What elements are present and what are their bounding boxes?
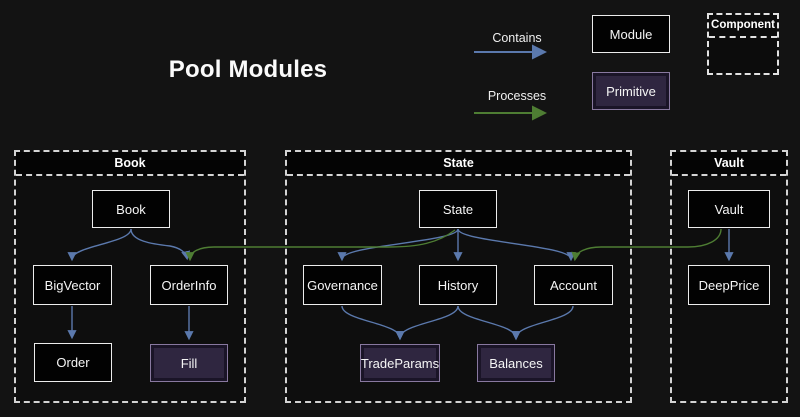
edge-book-bigvector	[67, 228, 132, 262]
legend-component-box: Component	[707, 13, 779, 75]
edge-book-orderinfo	[130, 228, 191, 261]
edge-governance-tradeparams	[341, 305, 405, 341]
node-vault: Vault	[688, 190, 770, 228]
page-title: Pool Modules	[168, 56, 328, 83]
edge-state-account	[457, 228, 576, 262]
edge-account-balances	[511, 305, 574, 341]
legend-component-label: Component	[709, 15, 777, 38]
edge-vault-account	[571, 228, 722, 262]
node-order: Order	[34, 343, 112, 382]
legend-contains-label: Contains	[492, 31, 542, 45]
node-state: State	[419, 190, 497, 228]
node-governance: Governance	[303, 265, 382, 305]
node-bigvector: BigVector	[33, 265, 112, 305]
node-tradeparams: TradeParams	[360, 344, 440, 382]
legend-module-box: Module	[592, 15, 670, 53]
node-balances: Balances	[477, 344, 555, 382]
edge-state-orderinfo	[185, 229, 456, 262]
node-orderinfo: OrderInfo	[150, 265, 228, 305]
node-fill: Fill	[150, 344, 228, 382]
edge-history-balances	[457, 305, 521, 341]
section-state-header: State	[287, 152, 630, 176]
node-account: Account	[534, 265, 613, 305]
legend-primitive-box: Primitive	[592, 72, 670, 110]
section-book-header: Book	[16, 152, 244, 176]
edge-state-governance	[337, 228, 459, 262]
node-deepprice: DeepPrice	[688, 265, 770, 305]
node-book: Book	[92, 190, 170, 228]
section-vault-header: Vault	[672, 152, 786, 176]
edge-history-tradeparams	[395, 305, 459, 341]
node-history: History	[419, 265, 497, 305]
legend-processes-label: Processes	[487, 89, 547, 103]
